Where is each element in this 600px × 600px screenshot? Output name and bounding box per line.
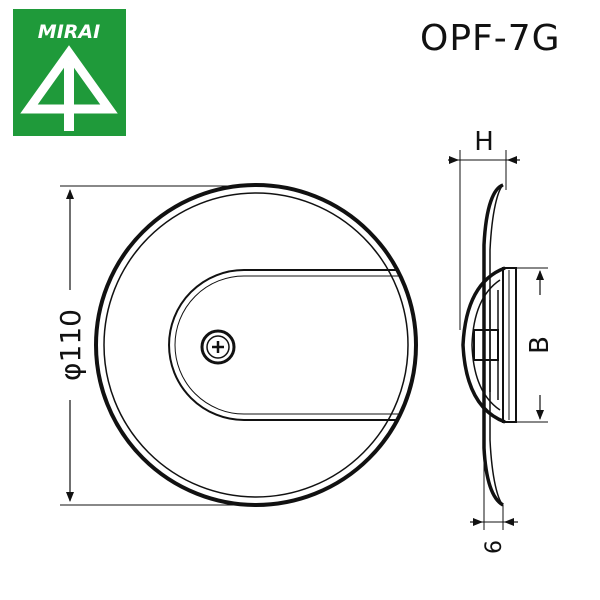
b-label: B bbox=[525, 336, 555, 354]
slot-inner-outline bbox=[174, 275, 399, 415]
side-view bbox=[448, 150, 548, 530]
thickness-label: 6 bbox=[482, 540, 507, 554]
slot-outline bbox=[168, 269, 398, 421]
dome-inner-profile bbox=[471, 279, 501, 411]
tree-trunk-shape bbox=[64, 61, 74, 131]
brand-name: MIRAI bbox=[38, 21, 100, 43]
plate-inner-edge bbox=[103, 192, 409, 498]
brand-logo: MIRAI bbox=[13, 9, 126, 136]
plate-outer-edge bbox=[94, 183, 418, 507]
tree-logo-icon: MIRAI bbox=[20, 21, 118, 131]
model-number: OPF-7G bbox=[420, 18, 561, 59]
screw-boss bbox=[473, 329, 499, 361]
height-label: H bbox=[474, 127, 494, 157]
back-body bbox=[502, 267, 517, 423]
shell-outer-profile bbox=[482, 183, 504, 507]
shell-inner-profile bbox=[489, 184, 504, 506]
screw-icon bbox=[200, 329, 236, 365]
diameter-label: φ110 bbox=[54, 309, 87, 381]
front-view bbox=[60, 183, 418, 507]
dome-profile bbox=[461, 266, 506, 424]
